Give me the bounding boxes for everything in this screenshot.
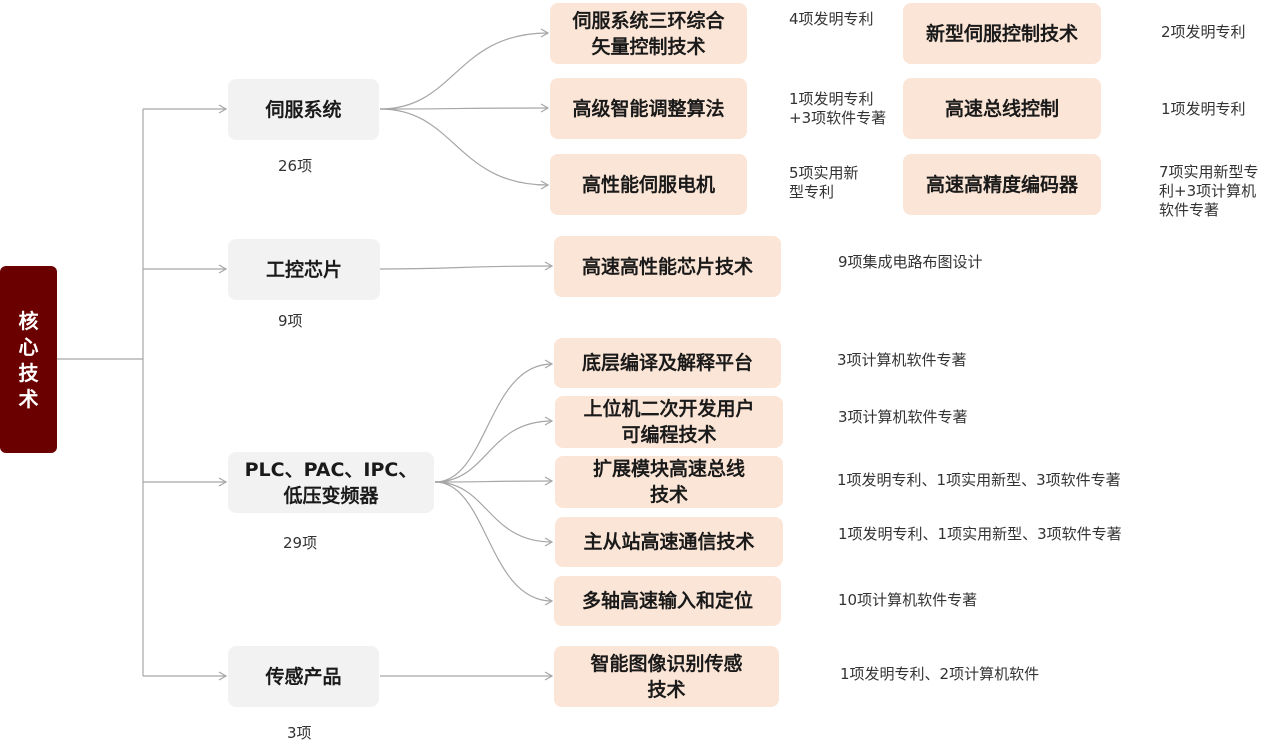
tech-note: 1项发明专利、2项计算机软件 [840,665,1040,683]
arrow-head [544,671,554,681]
connector-curve [434,481,553,543]
arrow-head [540,180,550,190]
root-char: 术 [18,386,39,411]
tech-node: 主从站高速通信技术 [555,517,783,567]
root-char: 技 [18,360,39,385]
tech-note: 3项计算机软件专著 [838,408,968,426]
tech-note: 5项实用新 型专利 [789,164,859,201]
arrow-head [218,671,228,681]
category-sensor-count: 3项 [287,724,312,742]
tech-node: 高速总线控制 [903,78,1101,139]
category-plc: PLC、PAC、IPC、 低压变频器 [228,452,434,513]
tech-node: 新型伺服控制技术 [903,3,1101,64]
arrow-head [540,28,550,38]
tech-note: 7项实用新型专 利+3项计算机 软件专著 [1159,163,1259,219]
category-plc-count: 29项 [283,534,318,552]
connector-curve [379,32,549,110]
tech-note: 2项发明专利 [1161,23,1246,41]
category-chip-count: 9项 [278,312,303,330]
root-node: 核 心 技 术 [0,266,57,453]
category-servo-count: 26项 [278,157,313,175]
tech-node: 智能图像识别传感 技术 [554,646,779,707]
arrow-head [218,477,228,487]
tech-note: 1项发明专利、1项实用新型、3项软件专著 [837,471,1121,489]
tech-note: 1项发明专利 [1161,100,1246,118]
arrow-head [544,261,554,271]
tech-node: 多轴高速输入和定位 [554,576,781,626]
connector-curve [379,265,553,270]
tech-node: 高级智能调整算法 [550,78,747,139]
tech-note: 1项发明专利 +3项软件专著 [789,90,887,127]
arrow-head [544,476,554,486]
arrow-head [218,264,228,274]
tech-node: 底层编译及解释平台 [554,338,781,388]
root-char: 核 [18,308,39,333]
arrow-head [544,596,554,606]
tech-note: 9项集成电路布图设计 [838,253,983,271]
category-sensor: 传感产品 [228,646,379,707]
tech-note: 3项计算机软件专著 [837,351,967,369]
arrow-head [540,103,550,113]
arrow-head [544,359,554,369]
root-char: 心 [18,334,39,359]
tech-node: 高速高精度编码器 [903,154,1101,215]
connector-curve [434,480,553,483]
tech-node: 高性能伺服电机 [550,154,747,215]
category-servo: 伺服系统 [228,79,379,140]
connector-curve [434,363,553,483]
arrow-head [544,416,554,426]
connector-curve [434,420,553,483]
tech-note: 4项发明专利 [789,10,874,28]
arrow-head [218,104,228,114]
tech-node: 上位机二次开发用户 可编程技术 [555,396,783,448]
connector-curve [434,481,553,602]
tech-node: 高速高性能芯片技术 [554,236,781,297]
tech-note: 10项计算机软件专著 [838,591,978,609]
category-chip: 工控芯片 [228,239,380,300]
connector-curve [379,107,549,110]
tech-note: 1项发明专利、1项实用新型、3项软件专著 [838,525,1122,543]
arrow-head [544,537,554,547]
tech-node: 扩展模块高速总线 技术 [555,456,783,508]
connector-curve [379,108,549,186]
tech-node: 伺服系统三环综合 矢量控制技术 [550,3,747,64]
